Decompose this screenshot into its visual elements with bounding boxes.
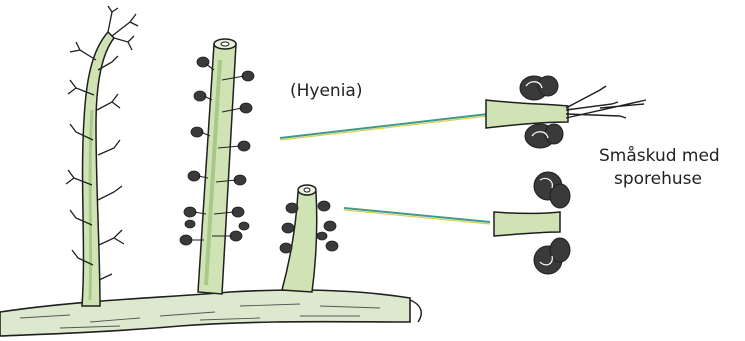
caption-line-2: sporehuse [614,168,702,190]
caption-line-1: Småskud med [599,145,720,167]
detail-shoot-upper [486,76,646,148]
rhizome [0,290,421,336]
plant-stem-left [66,6,138,306]
detail-shoot-lower [494,172,570,274]
plant-stem-right [280,185,338,292]
hyenia-label: (Hyenia) [290,80,362,102]
plant-stem-middle [180,39,254,294]
